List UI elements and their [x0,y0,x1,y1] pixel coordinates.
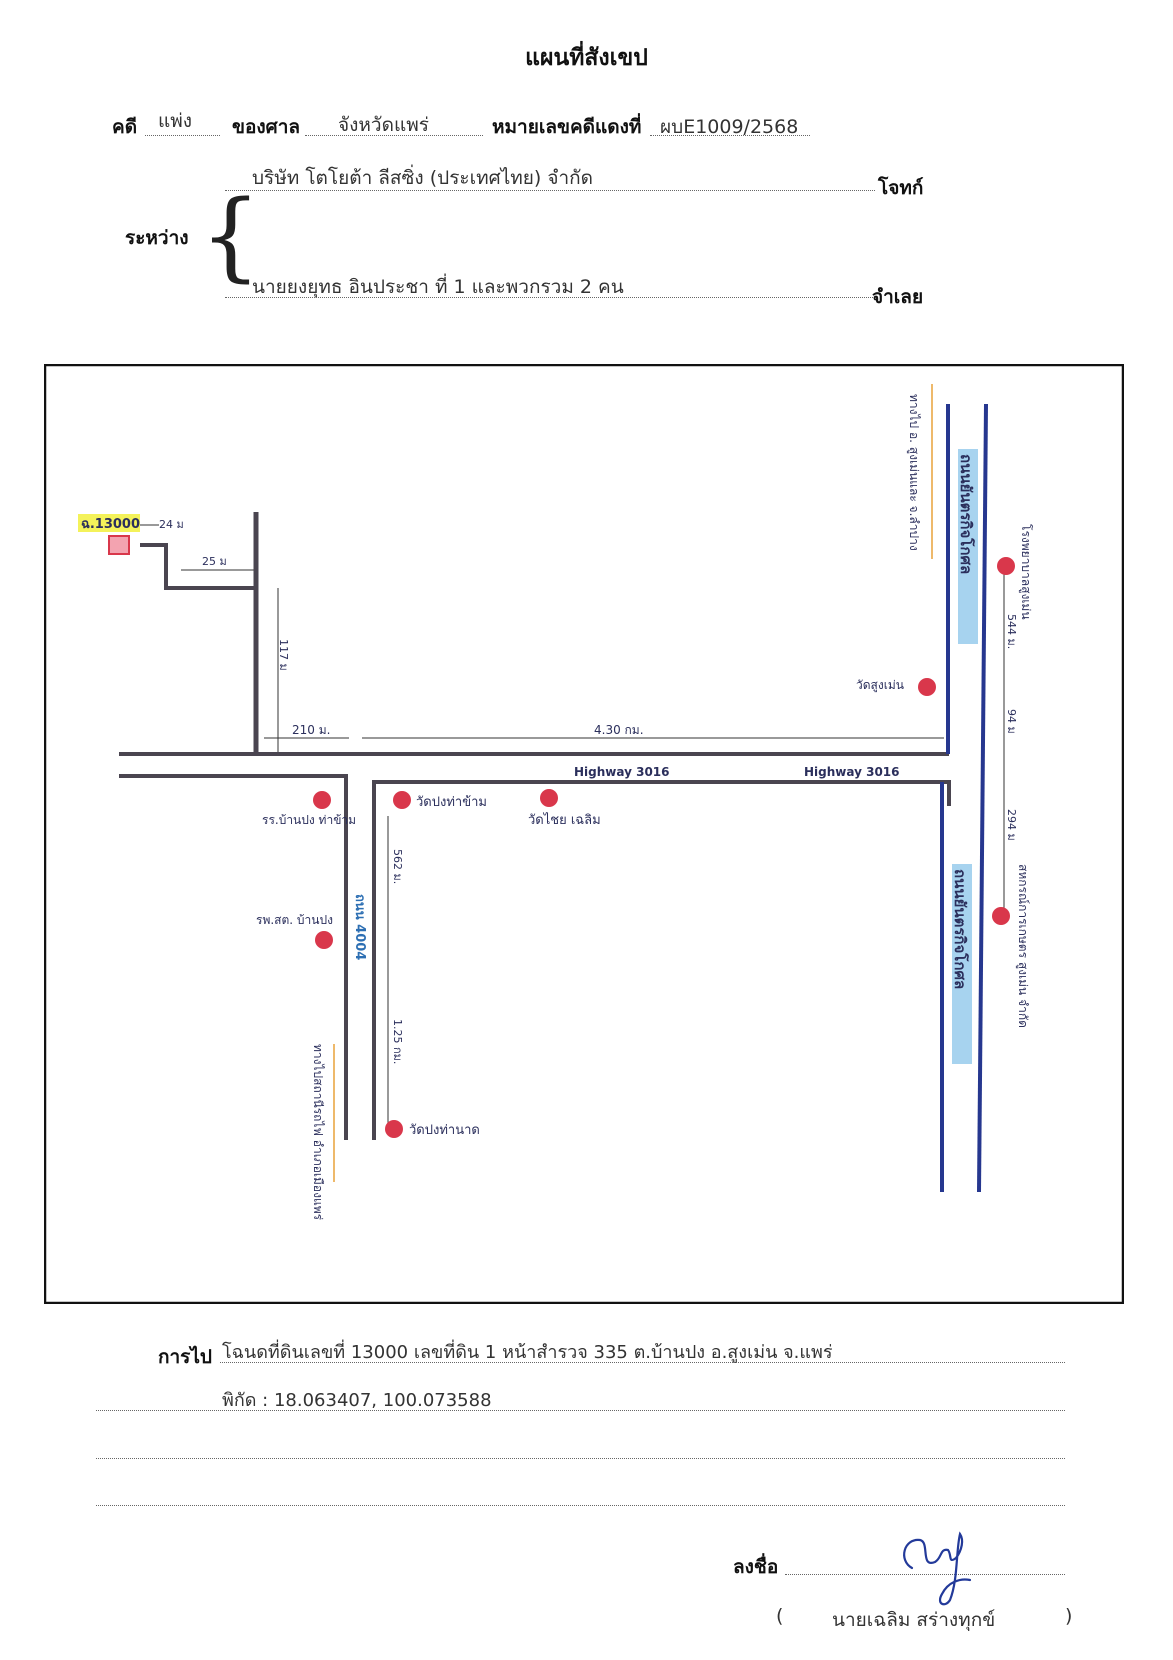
label-court: ของศาล [232,116,301,138]
to-south-label: ทางไปสถานีรถไฟ อำเภอเมืองแพร่ [311,1044,325,1221]
dist-294m: 294 ม [1005,809,1018,841]
dist-1-25km: 1.25 กม. [391,1019,404,1064]
main-road-label-bg-bottom [952,864,972,1064]
dist-210m: 210 ม. [292,723,330,737]
dist-4-30km: 4.30 กม. [594,723,644,737]
dotline-sign [785,1574,1065,1575]
court-name: จังหวัดแพร่ [338,114,429,136]
label-case: คดี [112,116,138,138]
dist-117m: 117 ม [277,639,290,671]
defendant-name: นายยงยุทธ อินประชา ที่ 1 และพวกรวม 2 คน [252,276,624,298]
property-marker [108,535,130,555]
label-sign: ลงชื่อ [733,1556,779,1578]
school-banpong-label: รร.บ้านปง ท่าข้าม [262,813,356,827]
main-road-label-bottom: ถนนยันตรกิจโกศล [951,869,970,989]
to-north-label: ทางไป อ. สูงเม่นและ จ.ลำปาง [906,394,921,551]
main-road-label-bg-top [958,449,978,644]
map-sketch: ฉ.13000 24 ม 25 ม 117 ม Highway 3016 Hig… [44,364,1124,1304]
dist-25m: 25 ม [202,555,227,568]
highway-lower-left [119,774,348,1140]
temple-icon [313,557,1015,1138]
dotline-court [305,135,483,136]
document-title: แผนที่สังเขป [525,44,648,71]
main-road-label-top: ถนนยันตรกิจโกศล [957,454,976,574]
dotline-2 [96,1410,1065,1411]
highway-lower-right [372,780,951,1140]
hospital-label: รพ.สต. บ้านปง [256,913,333,927]
deed-tag: ฉ.13000 [81,517,140,532]
dotline-defendant [225,297,875,298]
dotline-plaintiff [225,190,875,191]
dist-94m: 94 ม [1005,709,1018,734]
wat-pongthakham-label: วัดปงท่าข้าม [416,795,487,810]
dotline-3 [96,1458,1065,1459]
open-paren: ( [776,1605,784,1627]
dotline-1 [220,1362,1065,1363]
highway-label-2: Highway 3016 [804,765,900,779]
dotline-case [145,135,220,136]
red-case-number: ผบE1009/2568 [660,116,799,138]
plaintiff-label: โจทก์ [878,177,924,199]
dotline-red-case [650,135,810,136]
deed-highlight [78,514,140,532]
label-go: การไป [158,1346,212,1368]
hospital-right-label: โรงพยาบาลสูงเม่น [1018,524,1033,620]
wat-pongthanaat-label: วัดปงท่านาด [409,1123,480,1138]
label-red-case: หมายเลขคดีแดงที่ [492,116,642,138]
directions-line-1: โฉนดที่ดินเลขที่ 13000 เลขที่ดิน 1 หน้าส… [222,1342,833,1363]
close-paren: ) [1065,1605,1073,1627]
wat-chaichaloem-label: วัดไชย เฉลิม [528,812,601,828]
dotline-4 [96,1505,1065,1506]
road-4004-label: ถนน 4004 [352,894,367,960]
directions-line-2: พิกัด : 18.063407, 100.073588 [222,1390,492,1411]
main-road-east [977,403,988,1193]
label-between: ระหว่าง [125,227,189,249]
defendant-label: จำเลย [872,286,924,308]
highway-label-1: Highway 3016 [574,765,670,779]
dist-24m: 24 ม [159,518,184,531]
coop-label: สหกรณ์การเกษตร สูงเม่น จำกัด [1015,864,1030,1028]
wat-sungmen-label: วัดสูงเม่น [856,678,904,693]
brace: { [200,180,262,292]
plaintiff-name: บริษัท โตโยต้า ลีสซิ่ง (ประเทศไทย) จำกัด [252,167,594,189]
dist-544m: 544 ม. [1005,614,1018,649]
dist-562m: 562 ม. [391,849,404,884]
signer-name: นายเฉลิม สร่างทุกข์ [832,1609,996,1631]
signature-image [903,1531,972,1606]
case-type: แพ่ง [158,110,193,132]
access-road [140,543,256,590]
